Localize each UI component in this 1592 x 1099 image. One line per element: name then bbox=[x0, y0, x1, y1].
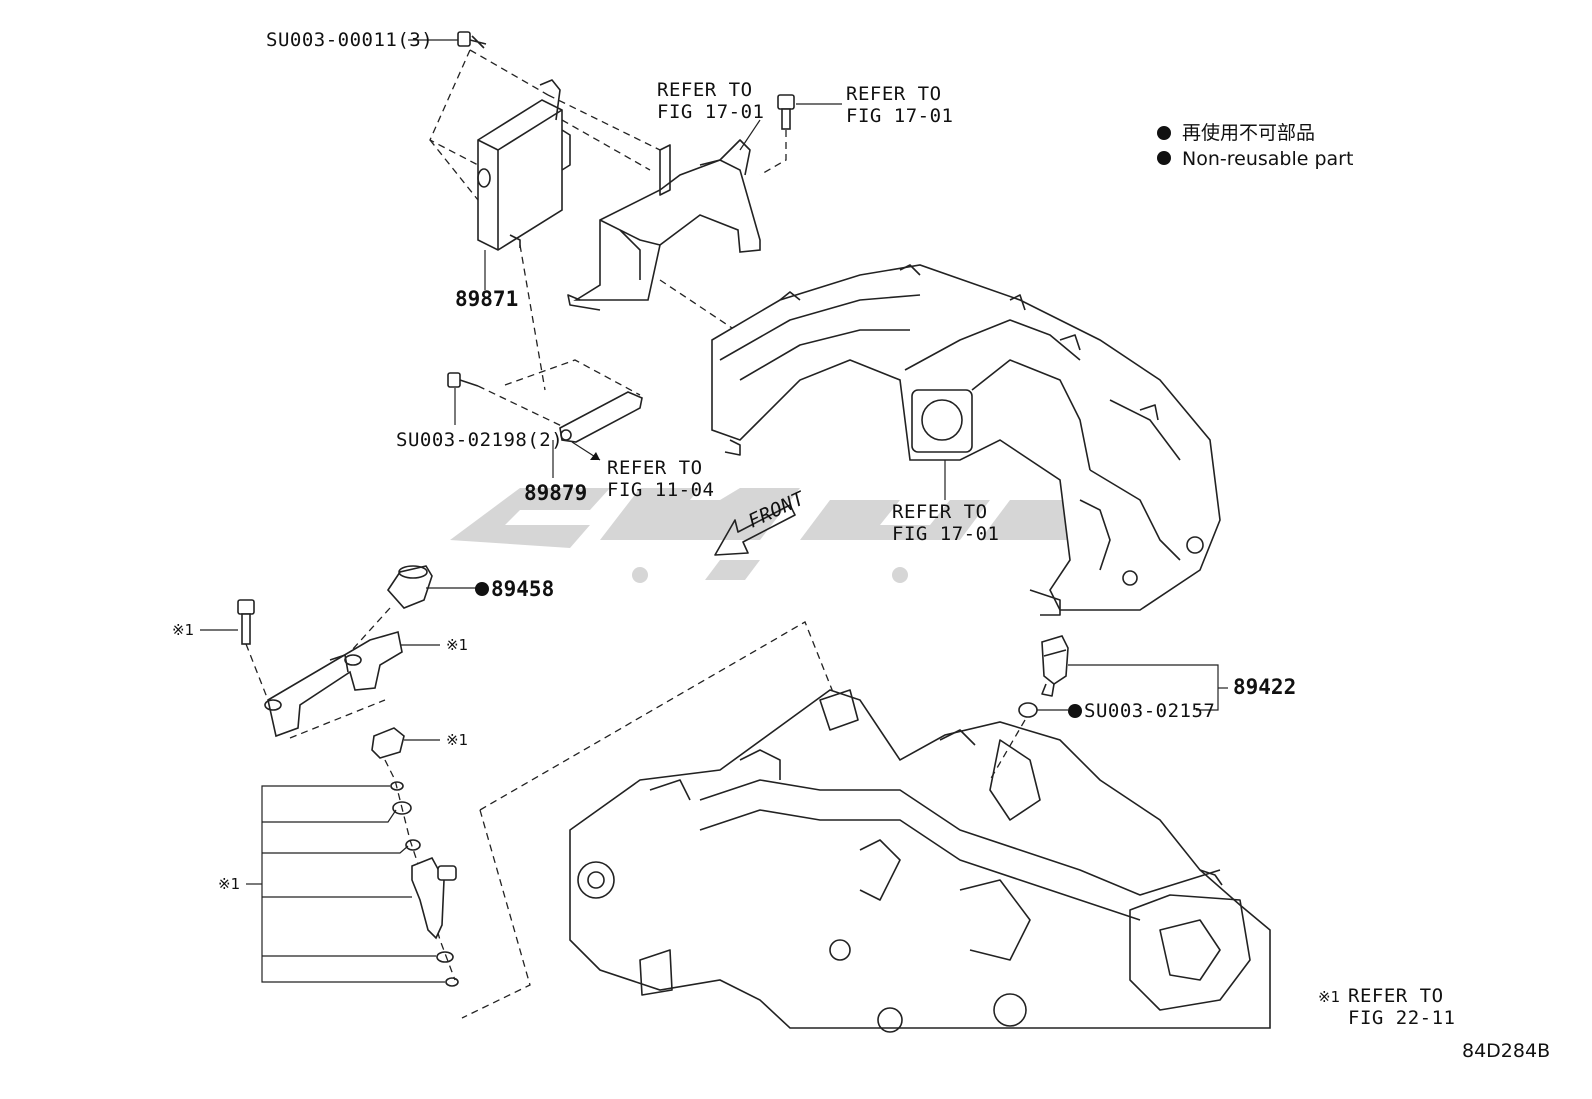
injector-o-ring-2[interactable] bbox=[392, 801, 412, 815]
insulator-note-mark: ※1 bbox=[446, 731, 468, 749]
rail-dash-bottom bbox=[289, 699, 386, 739]
sensor-bracket-89879[interactable] bbox=[559, 391, 643, 443]
injector-leader-3 bbox=[262, 845, 409, 854]
bracket-bolt-ref-line2: FIG 17-01 bbox=[846, 105, 953, 127]
injector-o-ring-3[interactable] bbox=[405, 839, 421, 851]
rail-bolt-dash bbox=[245, 643, 269, 701]
bolt-su003-02198[interactable] bbox=[447, 372, 479, 388]
ecu-bolt-dash-3 bbox=[429, 139, 479, 201]
injector-insulator[interactable] bbox=[371, 727, 405, 759]
ecu-bolt-dash-2 bbox=[429, 49, 479, 166]
ecu-bracket[interactable] bbox=[567, 139, 761, 311]
bracket-leader bbox=[739, 119, 761, 151]
bracket-bolt-ref-line1: REFER TO bbox=[846, 83, 942, 105]
legend-en: Non-reusable part bbox=[1182, 148, 1353, 170]
non-reusable-dot-2 bbox=[1068, 704, 1082, 718]
rail-note-mark: ※1 bbox=[446, 636, 468, 654]
temp-sensor-part-number: 89422 bbox=[1233, 675, 1296, 699]
bracket-ref-line1: REFER TO bbox=[657, 79, 753, 101]
manifold-ref-line1: REFER TO bbox=[892, 501, 988, 523]
ecu-bracket-dash-2 bbox=[561, 119, 651, 171]
engine-frame-dash-left bbox=[461, 809, 531, 1019]
bracket-bolt-dash bbox=[759, 130, 787, 176]
ecu-89871[interactable] bbox=[477, 79, 571, 251]
legend-dot-jp bbox=[1157, 126, 1171, 140]
ecu-bracket-dash-1 bbox=[547, 94, 661, 151]
engine-block[interactable] bbox=[569, 689, 1271, 1033]
bracket-bolt[interactable] bbox=[777, 94, 795, 130]
sensor-bracket-part-number: 89879 bbox=[524, 481, 587, 505]
injector-note-mark: ※1 bbox=[218, 875, 240, 893]
front-arrow bbox=[714, 504, 796, 556]
sensor-bracket-bolt-dash bbox=[477, 385, 571, 431]
bracket-manifold-dash bbox=[659, 279, 736, 331]
bolt-su003-00011[interactable] bbox=[457, 31, 487, 49]
bolt-mid-label: SU003-02198(2) bbox=[396, 429, 563, 451]
pressure-sensor-89458[interactable] bbox=[386, 565, 433, 609]
temp-sensor-89422[interactable] bbox=[1041, 635, 1069, 697]
gasket-su003-02157[interactable] bbox=[1018, 702, 1038, 718]
ecu-bolt-dash-1 bbox=[469, 49, 549, 96]
injector-o-ring-5[interactable] bbox=[445, 977, 459, 987]
sensor-bracket-dash-2 bbox=[504, 359, 641, 396]
footnote-mark: ※1 bbox=[1318, 988, 1340, 1006]
sensor-ref-line2: FIG 11-04 bbox=[607, 479, 714, 501]
arrow-head bbox=[590, 452, 600, 460]
injector-o-ring-4[interactable] bbox=[436, 951, 454, 963]
bracket-ref-line2: FIG 17-01 bbox=[657, 101, 764, 123]
footnote-line1: REFER TO bbox=[1348, 985, 1444, 1007]
fuel-rail[interactable] bbox=[264, 630, 403, 738]
ecu-part-number: 89871 bbox=[455, 287, 518, 311]
injector-o-ring-1[interactable] bbox=[390, 781, 404, 791]
sensor-ref-line1: REFER TO bbox=[607, 457, 703, 479]
bolt-top-label: SU003-00011(3) bbox=[266, 29, 433, 51]
fuel-injector[interactable] bbox=[411, 856, 457, 940]
injector-leader-2 bbox=[262, 809, 397, 823]
ecu-down-dash bbox=[519, 244, 546, 391]
non-reusable-dot bbox=[475, 582, 489, 596]
rail-bolt[interactable] bbox=[237, 599, 255, 645]
diagram-code: 84D284B bbox=[1462, 1040, 1550, 1062]
legend-dot-en bbox=[1157, 151, 1171, 165]
legend-jp: 再使用不可部品 bbox=[1182, 122, 1315, 144]
sensor-rail-dash bbox=[351, 607, 391, 651]
rail-bolt-note-mark: ※1 bbox=[172, 621, 194, 639]
pressure-sensor-part-number: 89458 bbox=[491, 577, 554, 601]
footnote-line2: FIG 22-11 bbox=[1348, 1007, 1455, 1029]
manifold-ref-line2: FIG 17-01 bbox=[892, 523, 999, 545]
gasket-label: SU003-02157 bbox=[1084, 700, 1215, 722]
intake-manifold[interactable] bbox=[711, 264, 1221, 616]
